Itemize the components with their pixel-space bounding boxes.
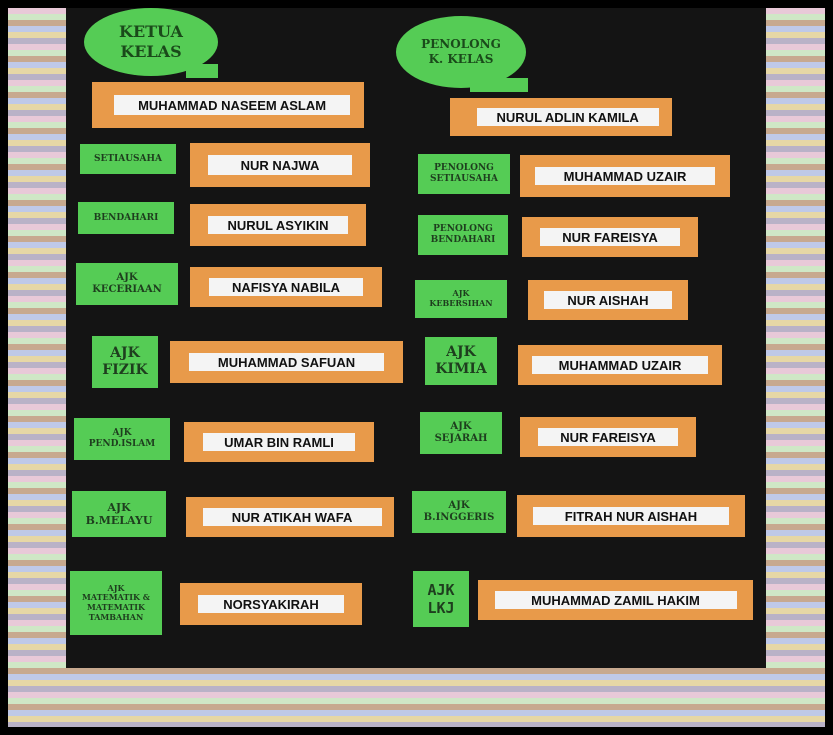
- role-card-kebersihan: AJK KEBERSIHAN: [415, 280, 507, 318]
- name-plate-keceriaan: NAFISYA NABILA: [190, 267, 382, 307]
- ketua-kelas-label: KETUA KELAS: [119, 22, 183, 61]
- penolong-kelas-label: PENOLONG K. KELAS: [421, 37, 501, 66]
- role-card-b-inggeris: AJK B.INGGERIS: [412, 491, 506, 533]
- role-card-penolong-setiausaha: PENOLONG SETIAUSAHA: [418, 154, 510, 194]
- name-matematik: NORSYAKIRAH: [198, 594, 344, 614]
- ketua-name: MUHAMMAD NASEEM ASLAM: [113, 94, 351, 116]
- name-plate-kebersihan: NUR AISHAH: [528, 280, 688, 320]
- role-card-sejarah: AJK SEJARAH: [420, 412, 502, 454]
- name-lkj: MUHAMMAD ZAMIL HAKIM: [494, 591, 737, 609]
- penolong-name-plate: NURUL ADLIN KAMILA: [450, 98, 672, 136]
- penolong-name: NURUL ADLIN KAMILA: [476, 107, 659, 127]
- name-penolong-setiausaha: MUHAMMAD UZAIR: [534, 166, 716, 186]
- penolong-kelas-bubble-tail: [470, 78, 528, 92]
- name-b-inggeris: FITRAH NUR AISHAH: [532, 506, 730, 526]
- name-kimia: MUHAMMAD UZAIR: [532, 356, 708, 374]
- name-plate-b-melayu: NUR ATIKAH WAFA: [186, 497, 394, 537]
- role-card-penolong-bendahari: PENOLONG BENDAHARI: [418, 215, 508, 255]
- name-plate-sejarah: NUR FAREISYA: [520, 417, 696, 457]
- name-b-melayu: NUR ATIKAH WAFA: [202, 508, 382, 526]
- name-plate-setiausaha: NUR NAJWA: [190, 143, 370, 187]
- name-plate-kimia: MUHAMMAD UZAIR: [518, 345, 722, 385]
- name-bendahari: NURUL ASYIKIN: [207, 215, 349, 235]
- name-penolong-bendahari: NUR FAREISYA: [539, 228, 681, 246]
- name-plate-penolong-bendahari: NUR FAREISYA: [522, 217, 698, 257]
- ketua-kelas-bubble-tail: [186, 64, 218, 78]
- role-card-fizik: AJK FIZIK: [92, 336, 158, 388]
- name-plate-matematik: NORSYAKIRAH: [180, 583, 362, 625]
- name-setiausaha: NUR NAJWA: [208, 155, 352, 175]
- penolong-kelas-bubble: PENOLONG K. KELAS: [396, 16, 526, 88]
- name-plate-penolong-setiausaha: MUHAMMAD UZAIR: [520, 155, 730, 197]
- name-kebersihan: NUR AISHAH: [544, 291, 672, 309]
- role-card-pend-islam: AJK PEND.ISLAM: [74, 418, 170, 460]
- name-pend-islam: UMAR BIN RAMLI: [203, 433, 355, 451]
- role-card-b-melayu: AJK B.MELAYU: [72, 491, 166, 537]
- name-plate-fizik: MUHAMMAD SAFUAN: [170, 341, 403, 383]
- name-fizik: MUHAMMAD SAFUAN: [188, 352, 385, 372]
- role-card-kimia: AJK KIMIA: [425, 337, 497, 385]
- role-card-setiausaha: SETIAUSAHA: [80, 144, 176, 174]
- role-card-lkj: AJK LKJ: [413, 571, 469, 627]
- role-card-bendahari: BENDAHARI: [78, 202, 174, 234]
- name-sejarah: NUR FAREISYA: [537, 428, 679, 446]
- role-card-matematik: AJK MATEMATIK & MATEMATIK TAMBAHAN: [70, 571, 162, 635]
- name-plate-bendahari: NURUL ASYIKIN: [190, 204, 366, 246]
- name-plate-lkj: MUHAMMAD ZAMIL HAKIM: [478, 580, 753, 620]
- name-plate-b-inggeris: FITRAH NUR AISHAH: [517, 495, 745, 537]
- role-card-keceriaan: AJK KECERIAAN: [76, 263, 178, 305]
- name-keceriaan: NAFISYA NABILA: [209, 278, 363, 296]
- ketua-name-plate: MUHAMMAD NASEEM ASLAM: [92, 82, 364, 128]
- name-plate-pend-islam: UMAR BIN RAMLI: [184, 422, 374, 462]
